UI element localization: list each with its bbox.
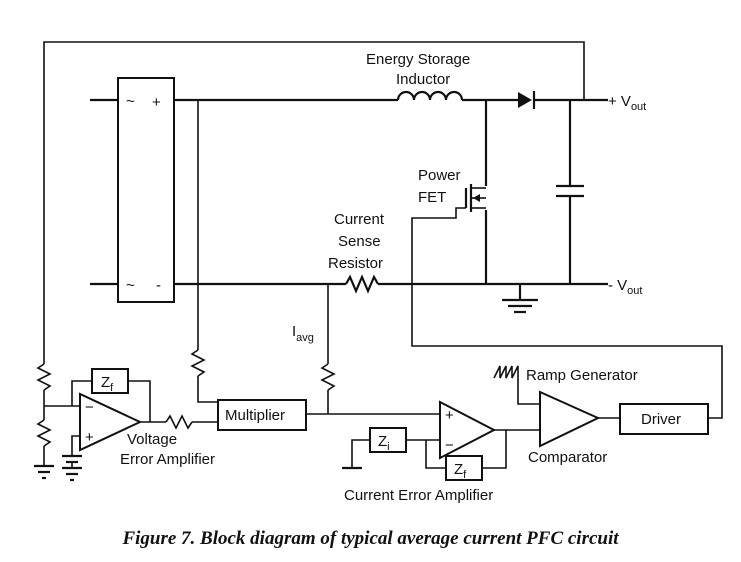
- comparator: [539, 390, 601, 448]
- energy-storage-label-2: Inductor: [396, 71, 450, 88]
- cea-zf-box: [445, 455, 483, 481]
- current-sense-label-3: Resistor: [328, 255, 383, 272]
- voltage-error-label-1: Voltage: [127, 431, 177, 448]
- diode-icon: [518, 91, 536, 109]
- divider-ground-icon: [34, 464, 54, 480]
- vin-sense-resistor: [190, 349, 206, 377]
- vout-plus-label: + Vout: [608, 93, 646, 113]
- vea-minus-sign: −: [85, 399, 94, 416]
- vin-sense-to-multiplier: [197, 376, 218, 403]
- ramp-to-comparator-wire: [517, 378, 540, 405]
- cea-minus-sign: −: [445, 437, 454, 454]
- vea-output-resistor: [165, 414, 193, 430]
- power-fet-label-2: FET: [418, 189, 446, 206]
- energy-storage-label-1: Energy Storage: [366, 51, 470, 68]
- ramp-generator-label: Ramp Generator: [526, 367, 638, 384]
- comparator-label: Comparator: [528, 449, 607, 466]
- multiplier-block: [217, 399, 307, 431]
- bridge-ac-top: ~: [126, 93, 135, 110]
- inductor-icon: [396, 90, 464, 101]
- current-error-amplifier: [439, 400, 497, 460]
- multiplier-label: Multiplier: [225, 407, 285, 424]
- iavg-label: Iavg: [292, 323, 314, 344]
- sense-resistor-icon: [345, 274, 379, 294]
- voltage-error-amplifier: [79, 392, 143, 452]
- current-error-label: Current Error Amplifier: [344, 487, 493, 504]
- cea-zi-box: [369, 427, 407, 453]
- vout-minus-label: - Vout: [608, 277, 642, 297]
- bridge-ac-bottom: ~: [126, 277, 135, 294]
- voltage-error-label-2: Error Amplifier: [120, 451, 215, 468]
- bridge-plus: +: [152, 94, 161, 111]
- divider-resistor-top: [36, 363, 52, 391]
- cea-zf-label: Zf: [454, 461, 467, 481]
- iavg-resistor: [320, 363, 336, 391]
- bridge-rectifier: [117, 77, 175, 303]
- current-sense-label-2: Sense: [338, 233, 381, 250]
- vea-zf-label: Zf: [101, 374, 114, 394]
- vea-plus-ref-wire: [71, 435, 80, 456]
- power-fet-label-1: Power: [418, 167, 461, 184]
- cea-zf-left: [425, 440, 446, 469]
- vea-zf-feedback-left: [71, 380, 92, 406]
- cea-zi-input-wire: [351, 439, 370, 468]
- cea-zi-label: Zi: [378, 433, 390, 453]
- driver-block: [619, 403, 709, 435]
- driver-label: Driver: [641, 411, 681, 428]
- vout-feedback-wire: [43, 41, 585, 364]
- output-ground-icon: [502, 284, 538, 314]
- ramp-waveform-icon: [493, 365, 519, 379]
- cea-plus-sign: +: [445, 407, 454, 424]
- vea-plus-sign: +: [85, 429, 94, 446]
- cea-zf-right: [482, 430, 507, 469]
- divider-resistor-bottom: [36, 419, 52, 447]
- figure-caption: Figure 7. Block diagram of typical avera…: [122, 528, 619, 549]
- vea-reference-battery-icon: [62, 454, 82, 482]
- vea-zf-feedback-right: [128, 380, 151, 422]
- fet-gate-wire: [411, 207, 723, 419]
- current-sense-label-1: Current: [334, 211, 385, 228]
- vea-zf-box: [91, 368, 129, 394]
- bridge-minus: -: [156, 277, 161, 294]
- power-fet-icon: [464, 184, 486, 212]
